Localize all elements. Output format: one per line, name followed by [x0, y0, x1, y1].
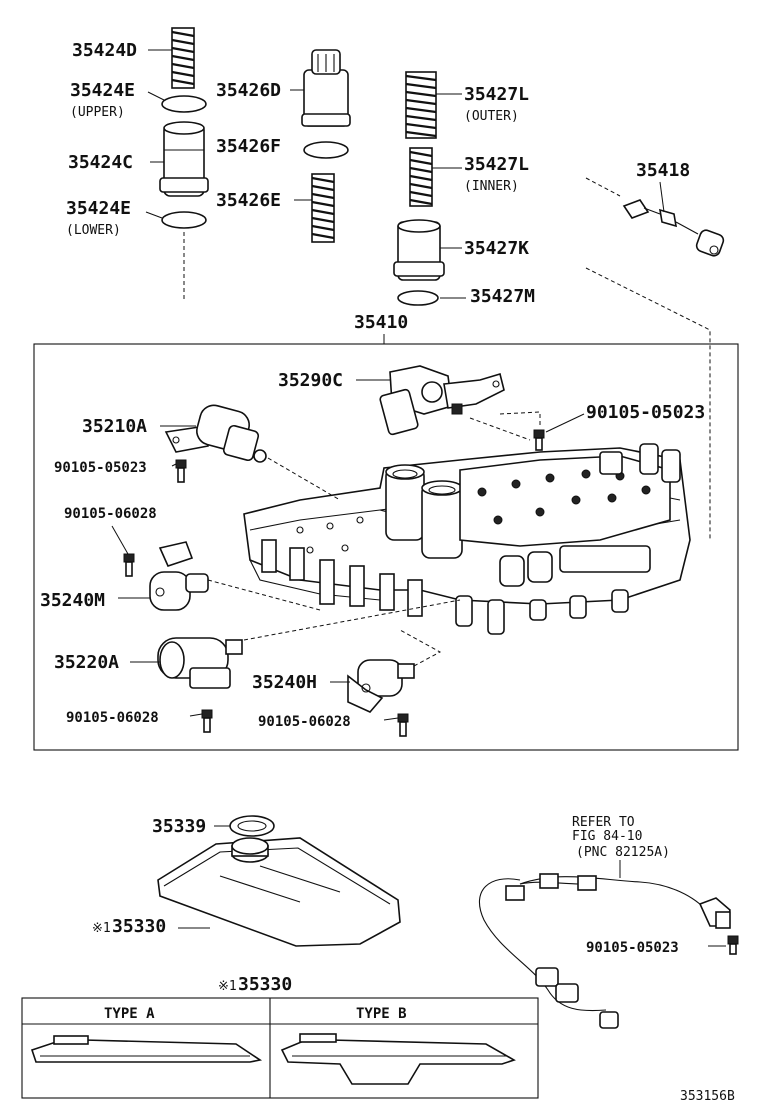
strainer-type-a[interactable] [30, 1035, 263, 1063]
label-upper: (UPPER) [70, 105, 125, 120]
spring-35426E[interactable] [311, 173, 335, 243]
solenoid-35290C[interactable] [379, 365, 505, 436]
mark-types: ※1 [218, 979, 237, 994]
label-35424E-lower: 35424E [66, 198, 131, 219]
bolt-90105-05023-a[interactable] [533, 429, 545, 451]
valve-body-35410[interactable] [243, 443, 691, 635]
label-35427M: 35427M [470, 286, 535, 307]
label-inner: (INNER) [464, 179, 519, 194]
bolt-90105-06028-b[interactable] [201, 709, 213, 733]
label-35427K: 35427K [464, 238, 529, 259]
label-35424E-upper: 35424E [70, 80, 135, 101]
mark-main: ※1 [92, 921, 111, 936]
label-outer: (OUTER) [464, 109, 519, 124]
wire-harness[interactable] [478, 873, 731, 1029]
bolt-90105-05023-b[interactable] [175, 459, 187, 483]
label-35290C: 35290C [278, 370, 343, 391]
label-35240H: 35240H [252, 672, 317, 693]
drawing-code: 353156B [680, 1089, 735, 1104]
o-ring-35426F[interactable] [303, 141, 349, 159]
label-35220A: 35220A [54, 652, 119, 673]
oil-strainer-35330[interactable] [157, 837, 401, 947]
label-35427L-outer: 35427L [464, 84, 529, 105]
o-ring-35424E-upper[interactable] [161, 95, 207, 113]
refer-text-line3: (PNC 82125A) [576, 845, 670, 860]
solenoid-35240M[interactable] [149, 541, 209, 611]
gasket-35339[interactable] [229, 815, 275, 837]
sensor-35418[interactable] [622, 199, 725, 257]
type-a-header: TYPE A [104, 1006, 155, 1022]
bolt-90105-06028-a[interactable] [123, 553, 135, 577]
label-35330-main: 35330 [112, 916, 166, 937]
solenoid-35240H[interactable] [347, 659, 415, 713]
label-90105-05023-a: 90105-05023 [586, 402, 705, 423]
label-lower: (LOWER) [66, 223, 121, 238]
label-35426F: 35426F [216, 136, 281, 157]
solenoid-35210A[interactable] [164, 402, 267, 463]
label-35240M: 35240M [40, 590, 105, 611]
spring-35424D[interactable] [171, 27, 195, 89]
o-ring-35424E-lower[interactable] [161, 211, 207, 229]
bolt-90105-05023-c[interactable] [727, 935, 739, 955]
label-35339: 35339 [152, 816, 206, 837]
spring-35427L-outer[interactable] [405, 71, 437, 139]
label-35426D: 35426D [216, 80, 281, 101]
valve-body-group-frame [33, 343, 739, 751]
strainer-type-b[interactable] [280, 1033, 516, 1085]
refer-text-line1: REFER TO [572, 815, 635, 830]
label-35426E: 35426E [216, 190, 281, 211]
label-90105-06028-b: 90105-06028 [66, 710, 159, 726]
plunger-35426D[interactable] [301, 49, 351, 127]
o-ring-35427M[interactable] [397, 290, 439, 306]
label-35424D: 35424D [72, 40, 137, 61]
label-90105-06028-a: 90105-06028 [64, 506, 157, 522]
label-35424C: 35424C [68, 152, 133, 173]
label-35427L-inner: 35427L [464, 154, 529, 175]
label-90105-05023-b: 90105-05023 [54, 460, 147, 476]
bolt-90105-06028-c[interactable] [397, 713, 409, 737]
label-35330-types: 35330 [238, 974, 292, 995]
label-35410: 35410 [354, 312, 408, 333]
label-35210A: 35210A [82, 416, 147, 437]
sleeve-35427K[interactable] [393, 219, 445, 281]
sleeve-35424C[interactable] [159, 121, 209, 197]
type-b-header: TYPE B [356, 1006, 407, 1022]
spring-35427L-inner[interactable] [409, 147, 433, 207]
type-table [21, 997, 539, 1099]
solenoid-35220A[interactable] [157, 637, 243, 689]
label-90105-05023-c: 90105-05023 [586, 940, 679, 956]
label-90105-06028-c: 90105-06028 [258, 714, 351, 730]
label-35418: 35418 [636, 160, 690, 181]
refer-text-line2: FIG 84-10 [572, 829, 642, 844]
